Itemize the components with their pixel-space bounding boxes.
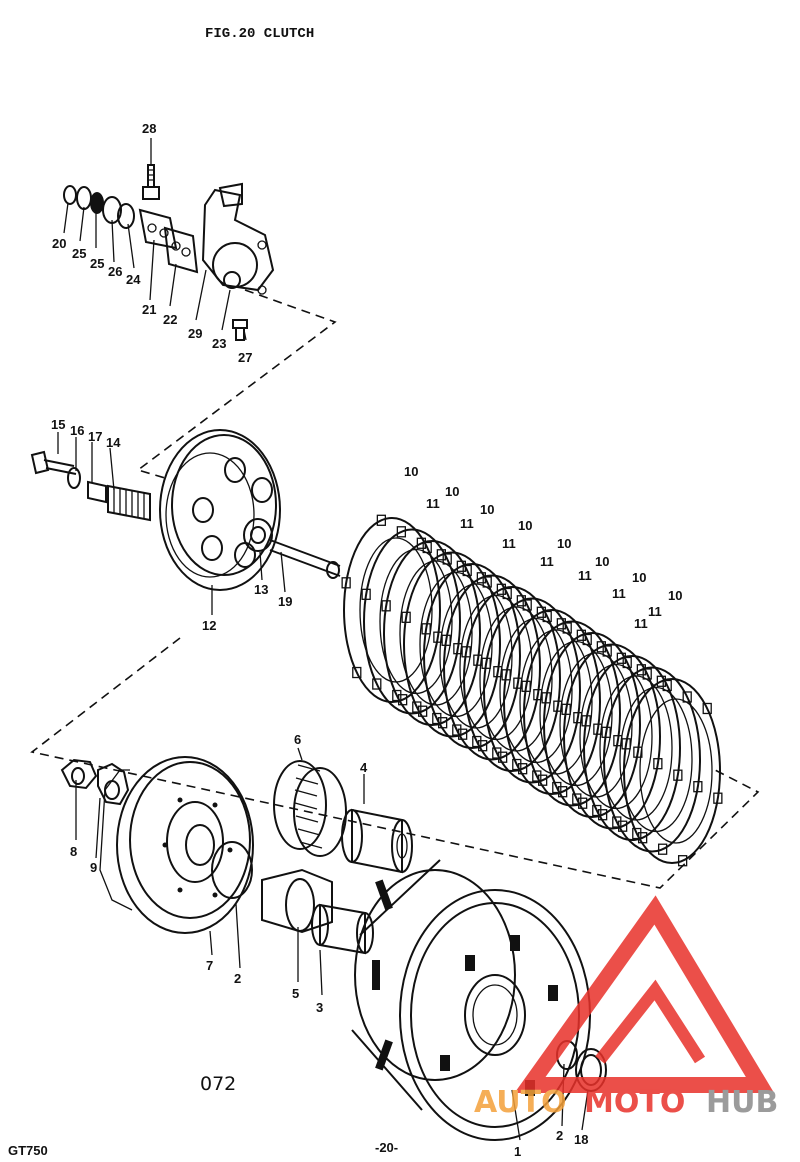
callout-10e: 10 [557,536,571,551]
callout-23: 23 [212,336,226,351]
callout-7: 7 [206,958,213,973]
callout-11a: 11 [426,496,440,511]
callout-8: 8 [70,844,77,859]
plate-21-part [138,208,178,250]
screw-28-part [142,164,160,200]
callout-26: 26 [108,264,122,279]
callout-12: 12 [202,618,216,633]
callout-11h: 11 [634,616,648,631]
callout-15: 15 [51,417,65,432]
callout-11c: 11 [502,536,516,551]
page-number: -20- [375,1140,398,1155]
figure-code: 072 [200,1073,236,1095]
watermark-word-hub: HUB [706,1085,778,1120]
shaft-3-part [311,903,374,955]
watermark-triangle-logo [514,895,775,1093]
callout-14: 14 [106,435,121,450]
callout-24: 24 [126,272,141,287]
callout-9: 9 [90,860,97,875]
release-mechanism-group [63,164,275,341]
callout-4: 4 [360,760,368,775]
callout-1: 1 [514,1144,521,1159]
callout-11f: 11 [612,586,626,601]
pressure-plate-group [30,429,341,591]
callout-10h: 10 [668,588,682,603]
callout-22: 22 [163,312,177,327]
clutch-plate [621,675,723,867]
clutch-plate-stack [341,514,723,867]
callout-21: 21 [142,302,156,317]
bolt-15-part [30,450,77,475]
figure-title: FIG.20 CLUTCH [205,26,314,42]
callout-28: 28 [142,121,156,136]
bearing-13-part [243,518,273,552]
callout-10b: 10 [445,484,459,499]
callout-5: 5 [292,986,299,1001]
assembly-guide-lines [30,289,760,889]
pressure-plate-12-part [159,429,281,591]
callout-25a: 25 [72,246,86,261]
leader-lines [57,138,589,1141]
callout-11b: 11 [460,516,474,531]
callout-2b: 2 [556,1128,563,1143]
push-rod-19-part [269,539,341,579]
callout-25b: 25 [90,256,104,271]
screw-27-part [232,319,248,341]
watermark-word-moto: MOTO [584,1085,685,1120]
callout-2a: 2 [234,971,241,986]
model-label: GT750 [8,1143,48,1158]
callout-18: 18 [574,1132,588,1147]
callout-10d: 10 [518,518,532,533]
release-rings-part [63,185,135,229]
needle-bearing-6-part [273,760,347,857]
automotohub-watermark: AUTO MOTO HUB [474,895,778,1120]
thrust-washer-2-part [211,841,253,899]
sleeve-hub-7-part [99,756,254,934]
callout-27: 27 [238,350,252,365]
callout-6: 6 [294,732,301,747]
callout-19: 19 [278,594,292,609]
spacer-4-part [341,808,413,874]
callout-3: 3 [316,1000,323,1015]
nut-8-part [60,758,98,790]
callout-labels: 28 20 25 25 26 24 21 22 29 23 27 15 16 1… [51,121,682,1159]
callout-10f: 10 [595,554,609,569]
callout-13: 13 [254,582,268,597]
spacer-5-part [261,868,333,934]
callout-11d: 11 [540,554,554,569]
callout-17: 17 [88,429,102,444]
release-housing-part [201,182,275,295]
callout-11g: 11 [648,604,662,619]
washer-16-part [67,467,81,489]
callout-29: 29 [188,326,202,341]
gasket-22-part [163,226,199,274]
callout-10c: 10 [480,502,494,517]
callout-11e: 11 [578,568,592,583]
callout-10g: 10 [632,570,646,585]
callout-10a: 10 [404,464,418,479]
collar-17-part [87,480,107,504]
watermark-word-auto: AUTO [474,1085,567,1120]
callout-20: 20 [52,236,66,251]
callout-16: 16 [70,423,84,438]
spring-14-part [107,484,151,522]
clutch-plate [521,618,623,809]
